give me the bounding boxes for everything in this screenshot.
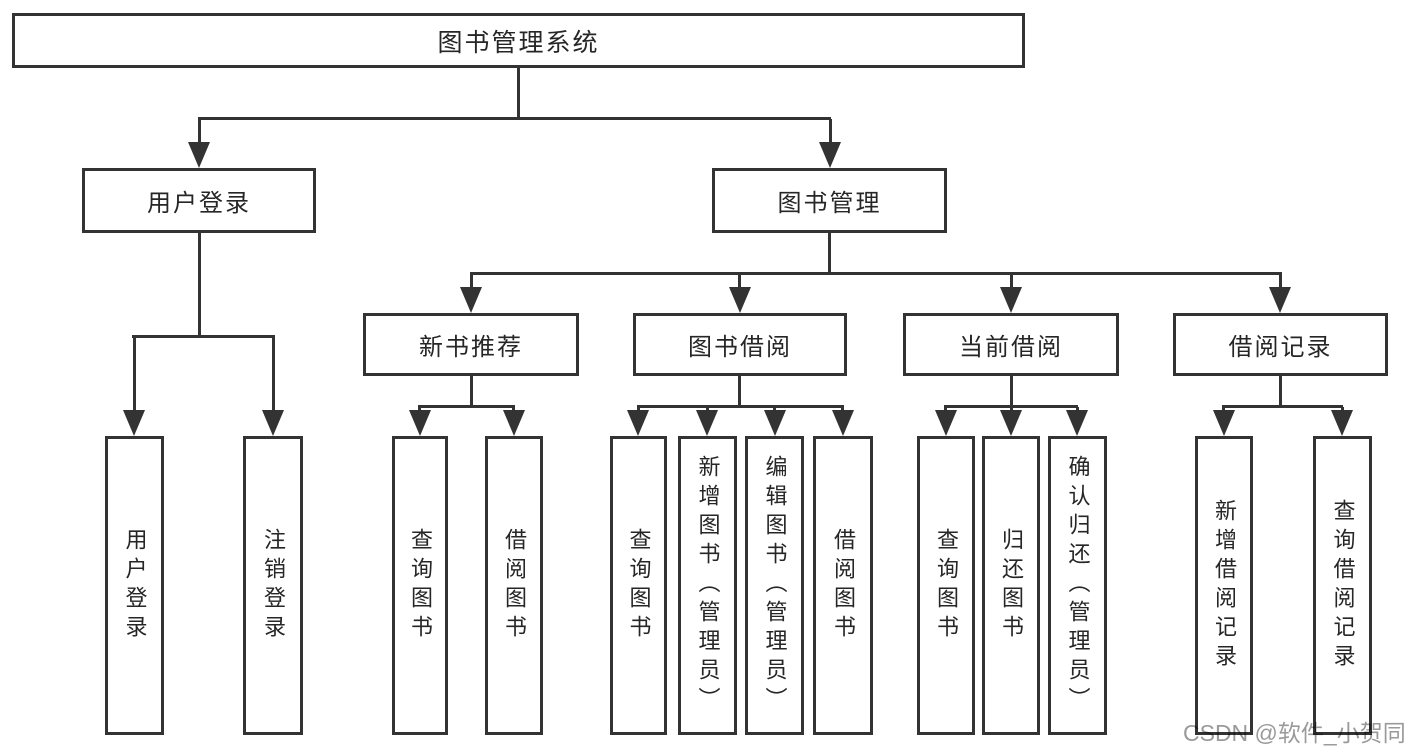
leaf-borrowing-query-book: 查询图书 bbox=[610, 436, 667, 735]
leaf-label: 编辑图书（管理员） bbox=[762, 455, 788, 716]
csdn-watermark: CSDN @软件_小贺同学 bbox=[1183, 720, 1405, 746]
leaf-current-confirm-return-admin: 确认归还（管理员） bbox=[1048, 436, 1107, 735]
arrow-down-icon bbox=[764, 410, 786, 436]
leaf-label: 查询图书 bbox=[408, 527, 433, 644]
leaf-borrowing-borrow-book: 借阅图书 bbox=[813, 436, 873, 735]
leaf-current-query-book: 查询图书 bbox=[917, 436, 975, 735]
connector-line bbox=[1279, 376, 1282, 407]
arrow-down-icon bbox=[819, 142, 841, 168]
node-label: 当前借阅 bbox=[959, 334, 1063, 361]
arrow-down-icon bbox=[188, 142, 210, 168]
arrow-down-icon bbox=[503, 410, 525, 436]
leaf-records-add-record: 新增借阅记录 bbox=[1195, 436, 1253, 735]
arrow-down-icon bbox=[1000, 410, 1022, 436]
node-library-system: 图书管理系统 bbox=[12, 13, 1025, 68]
arrow-down-icon bbox=[832, 410, 854, 436]
connector-line bbox=[1279, 274, 1282, 292]
connector-line bbox=[738, 274, 741, 292]
arrow-down-icon bbox=[1269, 287, 1291, 313]
node-book-management: 图书管理 bbox=[712, 168, 947, 233]
connector-line bbox=[133, 337, 136, 414]
arrow-down-icon bbox=[1066, 410, 1088, 436]
connector-line bbox=[198, 119, 201, 146]
leaf-label: 新增图书（管理员） bbox=[695, 455, 721, 716]
connector-line bbox=[637, 405, 844, 408]
leaf-label: 查询图书 bbox=[626, 527, 652, 644]
arrow-down-icon bbox=[1331, 410, 1353, 436]
arrow-down-icon bbox=[262, 410, 284, 436]
leaf-label: 新增借阅记录 bbox=[1212, 498, 1237, 673]
leaf-label: 注销登录 bbox=[261, 527, 286, 644]
node-label: 图书管理 bbox=[777, 190, 882, 217]
connector-line bbox=[470, 274, 473, 292]
node-current-borrowing: 当前借阅 bbox=[903, 313, 1119, 376]
leaf-borrowing-add-book-admin: 新增图书（管理员） bbox=[678, 436, 737, 735]
arrow-down-icon bbox=[123, 410, 145, 436]
node-label: 图书管理系统 bbox=[437, 28, 600, 57]
connector-line bbox=[132, 335, 275, 338]
node-book-borrowing: 图书借阅 bbox=[633, 313, 847, 376]
arrow-down-icon bbox=[460, 287, 482, 313]
connector-line bbox=[418, 405, 515, 408]
leaf-recommend-borrow-book: 借阅图书 bbox=[485, 436, 543, 735]
connector-line bbox=[198, 117, 831, 120]
arrow-down-icon bbox=[696, 410, 718, 436]
leaf-user-login: 用户登录 bbox=[105, 436, 164, 735]
connector-line bbox=[470, 272, 1282, 275]
connector-line bbox=[1222, 405, 1343, 408]
connector-line bbox=[1010, 274, 1013, 292]
connector-line bbox=[738, 376, 741, 407]
leaf-recommend-query-book: 查询图书 bbox=[392, 436, 448, 735]
connector-line bbox=[470, 376, 473, 407]
leaf-label: 用户登录 bbox=[122, 527, 148, 644]
node-user-login: 用户登录 bbox=[82, 168, 316, 233]
connector-line bbox=[828, 232, 831, 274]
connector-line bbox=[1010, 376, 1013, 407]
leaf-logout: 注销登录 bbox=[243, 436, 303, 735]
leaf-label: 归还图书 bbox=[999, 527, 1024, 644]
arrow-down-icon bbox=[1213, 410, 1235, 436]
connector-line bbox=[944, 405, 1078, 408]
leaf-label: 查询借阅记录 bbox=[1330, 498, 1356, 673]
leaf-label: 借阅图书 bbox=[502, 527, 527, 644]
arrow-down-icon bbox=[935, 410, 957, 436]
connector-line bbox=[829, 119, 832, 146]
node-borrowing-records: 借阅记录 bbox=[1173, 313, 1388, 376]
node-label: 借阅记录 bbox=[1228, 334, 1333, 361]
leaf-label: 确认归还（管理员） bbox=[1065, 455, 1091, 716]
leaf-records-query-record: 查询借阅记录 bbox=[1313, 436, 1372, 735]
connector-line bbox=[517, 68, 520, 119]
leaf-borrowing-edit-book-admin: 编辑图书（管理员） bbox=[745, 436, 804, 735]
leaf-label: 借阅图书 bbox=[831, 527, 856, 644]
arrow-down-icon bbox=[729, 287, 751, 313]
arrow-down-icon bbox=[1000, 287, 1022, 313]
node-label: 用户登录 bbox=[147, 190, 251, 217]
node-label: 新书推荐 bbox=[419, 334, 523, 361]
connector-line bbox=[272, 337, 275, 414]
leaf-current-return-book: 归还图书 bbox=[982, 436, 1040, 735]
arrow-down-icon bbox=[627, 410, 649, 436]
node-new-book-recommend: 新书推荐 bbox=[363, 313, 579, 376]
leaf-label: 查询图书 bbox=[934, 527, 959, 644]
connector-line bbox=[198, 232, 201, 337]
node-label: 图书借阅 bbox=[688, 334, 792, 361]
arrow-down-icon bbox=[409, 410, 431, 436]
